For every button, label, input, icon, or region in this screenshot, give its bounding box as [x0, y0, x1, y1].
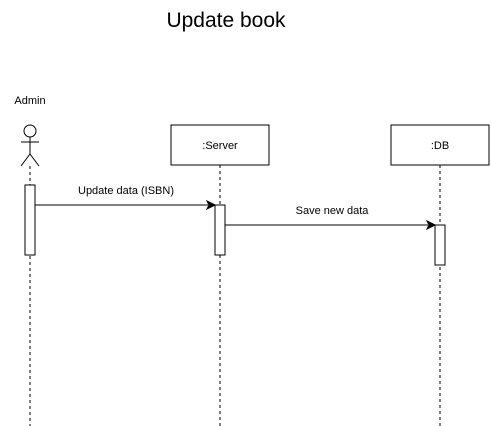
activation-db [434, 224, 446, 266]
activation-server [214, 204, 226, 256]
participant-db-box [390, 124, 490, 166]
arrowhead-2-icon [425, 219, 437, 231]
participant-server-box [170, 124, 270, 166]
diagram-title: Update book [166, 9, 286, 32]
actor-admin-label: Admin [14, 95, 45, 107]
message-update-data-label: Update data (ISBN) [78, 185, 174, 197]
actor-admin-icon [20, 124, 40, 167]
participant-db-label: :DB [431, 140, 449, 152]
participant-server-label: :Server [202, 140, 238, 152]
arrowhead-1-icon [205, 199, 217, 211]
activation-admin [24, 184, 36, 256]
message-save-new-data-label: Save new data [296, 205, 370, 217]
